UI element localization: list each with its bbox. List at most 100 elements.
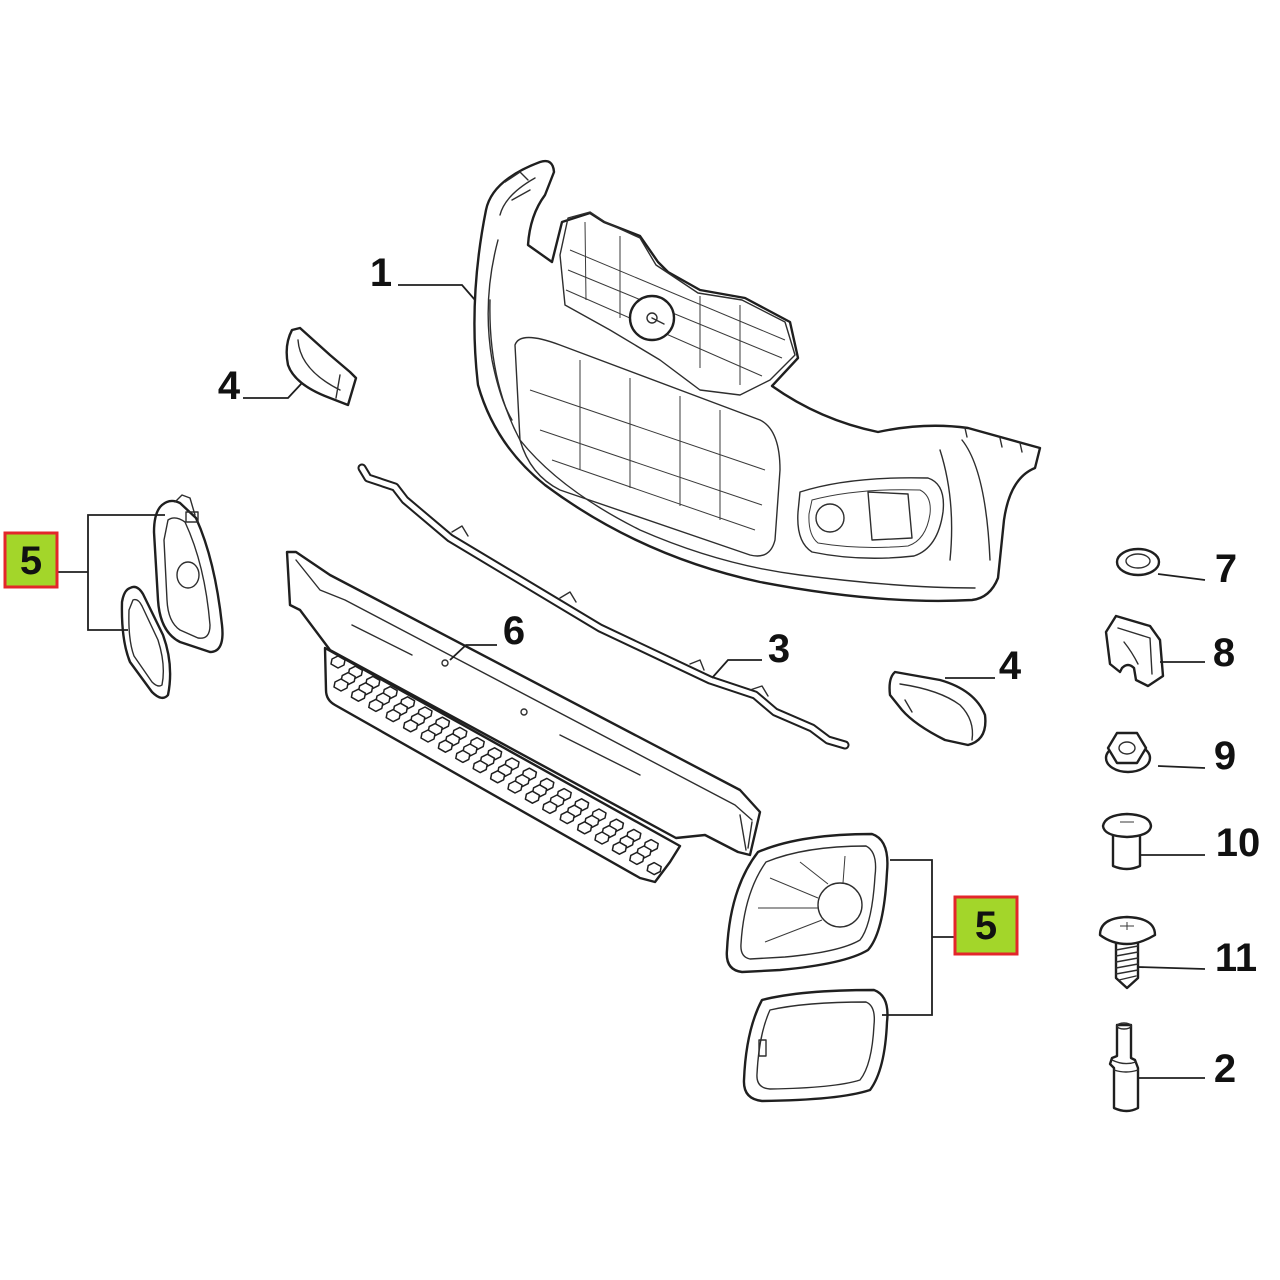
grille-part bbox=[285, 550, 762, 884]
side-trim-right-outline bbox=[888, 670, 987, 747]
fog-bezel-right-ribs bbox=[758, 855, 846, 943]
nut-hex bbox=[1106, 731, 1148, 765]
mesh-cell bbox=[385, 708, 401, 723]
leader-line bbox=[398, 284, 476, 301]
side-trim-right-edge bbox=[899, 683, 974, 741]
leader-line bbox=[711, 659, 762, 679]
callout-label[interactable]: 5 bbox=[20, 539, 42, 583]
mesh-cell bbox=[594, 831, 610, 845]
callout-label[interactable]: 1 bbox=[370, 251, 392, 295]
mesh-cell bbox=[576, 821, 593, 835]
pin-top bbox=[1116, 1022, 1132, 1030]
mesh-cell bbox=[507, 780, 523, 794]
bumper-left-edge bbox=[487, 239, 513, 421]
screw-11-head bbox=[1098, 915, 1157, 946]
mesh-cell bbox=[437, 739, 454, 753]
callout-label[interactable]: 4 bbox=[999, 644, 1022, 688]
emblem-pin bbox=[651, 317, 665, 325]
highlight-box-border bbox=[953, 895, 1019, 956]
nut-part bbox=[1104, 731, 1152, 774]
fog-opening-inner bbox=[808, 489, 931, 548]
strip-tab bbox=[451, 525, 769, 697]
mesh-cell bbox=[629, 851, 645, 866]
grille-slat bbox=[567, 269, 783, 359]
bumper-left-wing-line bbox=[499, 177, 536, 216]
highlight-box[interactable] bbox=[953, 895, 1019, 956]
screw-11-part bbox=[1098, 915, 1157, 990]
screw-10-shank bbox=[1111, 830, 1142, 871]
mesh-cell bbox=[420, 729, 436, 743]
highlight-box-border bbox=[3, 531, 59, 589]
grille-bar-ridge bbox=[295, 559, 753, 821]
upper-grille-opening bbox=[559, 211, 796, 396]
mesh-cell bbox=[646, 861, 662, 876]
fog-ring-right-outline bbox=[742, 988, 889, 1103]
pin-outline bbox=[1108, 1023, 1140, 1113]
fog-bezel-right-inner bbox=[740, 845, 877, 960]
callout-label[interactable]: 5 bbox=[975, 904, 997, 948]
fog-bezel-right-outline bbox=[725, 832, 889, 974]
leader-line bbox=[1157, 573, 1206, 581]
fog-bezel-left-part bbox=[152, 494, 224, 654]
callout-label[interactable]: 4 bbox=[218, 364, 241, 408]
fog-lamp-lens bbox=[815, 503, 845, 533]
fog-bezel-left-outline bbox=[152, 499, 224, 654]
callout-label[interactable]: 7 bbox=[1215, 547, 1237, 591]
mesh-cell bbox=[489, 770, 506, 784]
fog-bezel-left-tabs bbox=[174, 494, 199, 523]
fog-bezel-right-lamp-hole bbox=[817, 882, 863, 928]
bumper-top-tabs bbox=[964, 427, 1023, 453]
mesh-cell bbox=[402, 719, 419, 733]
callout-4-right[interactable]: 4 bbox=[945, 644, 1022, 688]
side-trim-right-part bbox=[888, 670, 987, 747]
leader-line bbox=[1157, 765, 1206, 769]
callout-3[interactable]: 3 bbox=[711, 627, 790, 679]
screw-11-recess bbox=[1120, 922, 1134, 930]
grille-fastener-hole bbox=[520, 708, 528, 716]
clip-slot bbox=[1123, 641, 1139, 665]
callout-label[interactable]: 8 bbox=[1213, 631, 1235, 675]
callout-label[interactable]: 3 bbox=[768, 627, 790, 671]
callout-8[interactable]: 8 bbox=[1160, 631, 1235, 675]
fog-lamp-housing bbox=[867, 491, 913, 541]
leader-line bbox=[449, 644, 497, 661]
callout-6[interactable]: 6 bbox=[449, 609, 525, 661]
leader-line bbox=[243, 382, 303, 399]
strip-fill bbox=[359, 465, 848, 748]
fog-ring-right-tab bbox=[758, 1039, 767, 1057]
bumper-outline bbox=[473, 159, 1042, 603]
callout-7[interactable]: 7 bbox=[1157, 547, 1237, 591]
callout-label[interactable]: 2 bbox=[1214, 1047, 1236, 1091]
bumper-left-tabs bbox=[504, 171, 531, 201]
callout-11[interactable]: 11 bbox=[1137, 936, 1257, 980]
clip-fold bbox=[1117, 627, 1153, 675]
side-trim-left-part bbox=[285, 326, 358, 407]
intake-ribs bbox=[579, 360, 721, 520]
callout-label[interactable]: 6 bbox=[503, 609, 525, 653]
screw-10-part bbox=[1101, 812, 1153, 871]
bumper-right-wing-line bbox=[961, 439, 991, 561]
washer-outline bbox=[1115, 547, 1161, 577]
callout-5-right[interactable]: 5 bbox=[882, 859, 1019, 1016]
callout-label[interactable]: 10 bbox=[1216, 821, 1261, 865]
grille-bar-outline bbox=[285, 550, 762, 857]
strip-part bbox=[357, 463, 850, 750]
clip-outline bbox=[1104, 614, 1165, 688]
callout-10[interactable]: 10 bbox=[1140, 821, 1260, 865]
grille-slat bbox=[584, 221, 741, 385]
callout-label[interactable]: 11 bbox=[1215, 936, 1257, 980]
callout-2[interactable]: 2 bbox=[1138, 1047, 1236, 1091]
callout-9[interactable]: 9 bbox=[1157, 734, 1236, 778]
mesh-cell bbox=[542, 800, 558, 815]
bumper-right-wing-line bbox=[939, 449, 953, 561]
callout-label[interactable]: 9 bbox=[1214, 734, 1236, 778]
callout-1[interactable]: 1 bbox=[370, 251, 476, 301]
screw-10-head bbox=[1101, 812, 1153, 839]
pin-part bbox=[1108, 1022, 1140, 1113]
washer-part bbox=[1115, 547, 1161, 577]
callout-4-left[interactable]: 4 bbox=[218, 364, 303, 408]
grille-mesh bbox=[330, 655, 662, 876]
callout-5-left[interactable]: 5 bbox=[3, 514, 165, 631]
mesh-cell bbox=[350, 688, 367, 702]
intake-line bbox=[529, 389, 766, 471]
